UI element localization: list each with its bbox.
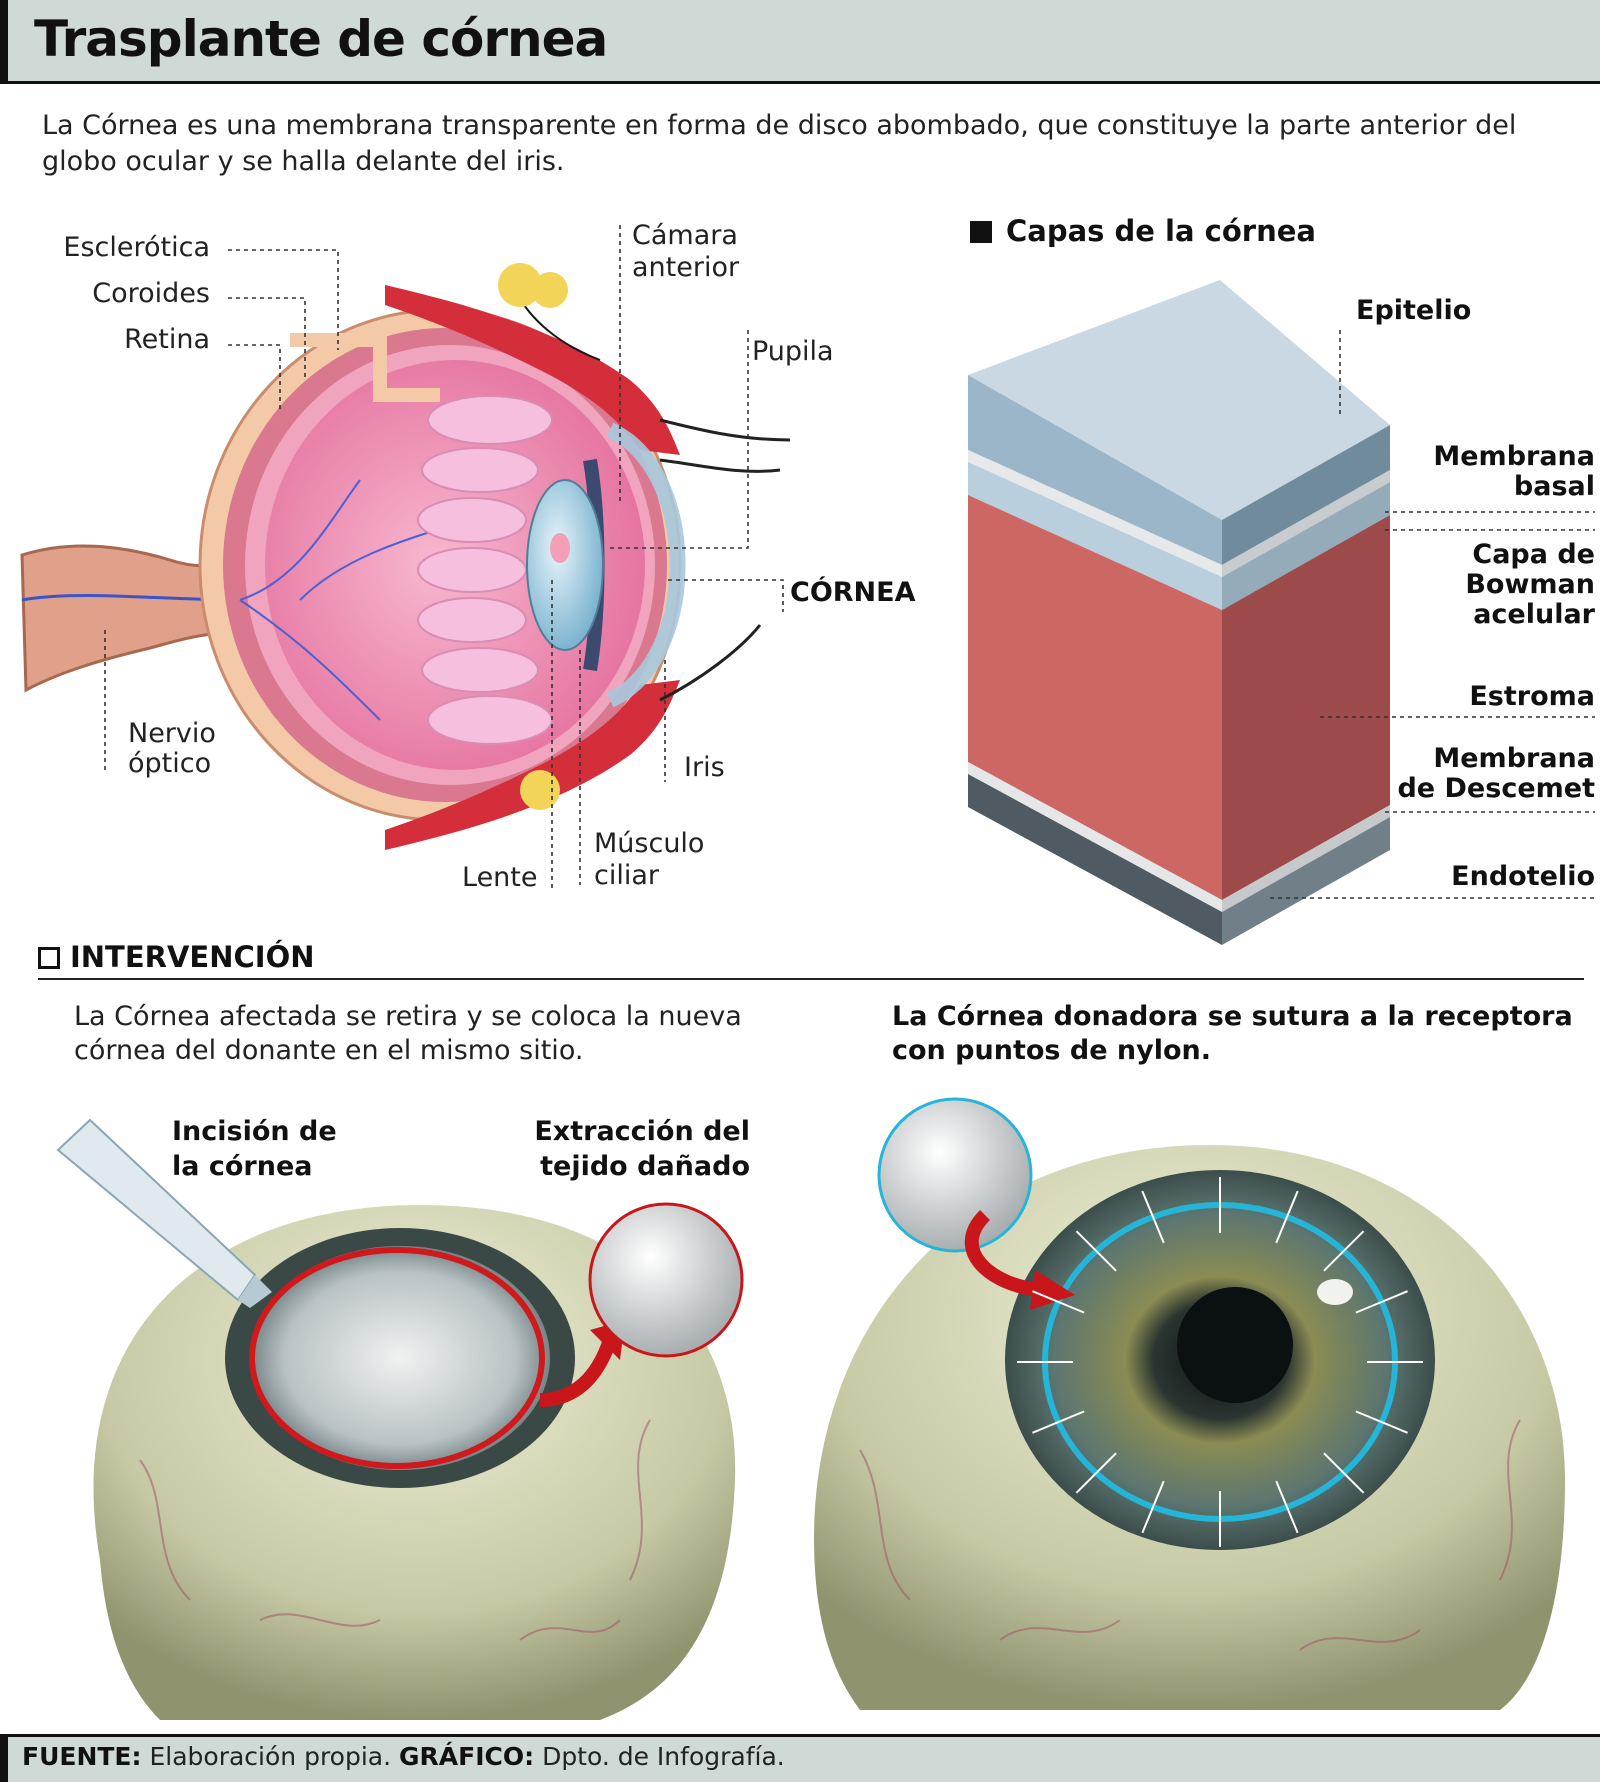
intervention-left-text-2: córnea del donante en el mismo sitio. bbox=[74, 1035, 584, 1066]
suture-stitch bbox=[1355, 1290, 1408, 1314]
label-extraccion-2: tejido dañado bbox=[540, 1151, 750, 1182]
suture-stitch bbox=[1032, 1290, 1085, 1314]
label-lente: Lente bbox=[462, 862, 538, 893]
label-retina: Retina bbox=[124, 324, 210, 355]
page-title: Trasplante de córnea bbox=[34, 10, 608, 68]
intervention-left-text-1: La Córnea afectada se retira y se coloca… bbox=[74, 1001, 742, 1032]
suture-stitch bbox=[1075, 1230, 1117, 1272]
footer-grafico-value: Dpto. de Infografía. bbox=[542, 1742, 785, 1771]
label-iris: Iris bbox=[684, 752, 725, 783]
suture-stitch bbox=[1355, 1410, 1408, 1434]
suture-stitch bbox=[1275, 1480, 1299, 1534]
square-outline-icon bbox=[38, 947, 60, 969]
suture-stitch bbox=[1141, 1190, 1165, 1244]
label-cornea: CÓRNEA bbox=[790, 577, 916, 608]
label-nervio-1: Nervio bbox=[128, 718, 216, 749]
suture-stitch bbox=[1275, 1190, 1299, 1244]
footer-fuente-value: Elaboración propia. bbox=[149, 1742, 392, 1771]
label-coroides: Coroides bbox=[92, 278, 210, 309]
footer-credits: FUENTE: Elaboración propia. GRÁFICO: Dpt… bbox=[22, 1742, 785, 1771]
label-camara-anterior-1: Cámara bbox=[632, 220, 738, 251]
intervention-heading: INTERVENCIÓN bbox=[38, 940, 315, 974]
suture-marks bbox=[1017, 1177, 1423, 1547]
suture-stitch bbox=[1141, 1480, 1165, 1534]
label-bowman-2: Bowman bbox=[1465, 569, 1595, 600]
intro-text: La Córnea es una membrana transparente e… bbox=[42, 110, 1517, 177]
label-pupila: Pupila bbox=[752, 336, 834, 367]
intervention-right-text-1: La Córnea donadora se sutura a la recept… bbox=[892, 1001, 1573, 1032]
label-bowman-1: Capa de bbox=[1472, 539, 1595, 570]
label-incision-1: Incisión de bbox=[172, 1116, 337, 1147]
suture-stitch bbox=[1323, 1452, 1365, 1494]
label-nervio-2: óptico bbox=[128, 748, 212, 779]
square-bullet-icon bbox=[970, 221, 992, 243]
label-membrana-basal-2: basal bbox=[1513, 471, 1595, 502]
layers-heading: Capas de la córnea bbox=[970, 214, 1316, 248]
label-camara-anterior-2: anterior bbox=[632, 252, 740, 283]
label-musculo-2: ciliar bbox=[594, 860, 659, 891]
footer-grafico-label: GRÁFICO: bbox=[399, 1742, 535, 1771]
label-membrana-basal-1: Membrana bbox=[1433, 441, 1595, 472]
footer-fuente-label: FUENTE: bbox=[22, 1742, 142, 1771]
intervention-right-text-2: con puntos de nylon. bbox=[892, 1035, 1212, 1066]
label-extraccion-1: Extracción del bbox=[534, 1116, 750, 1147]
label-descemet-2: de Descemet bbox=[1397, 773, 1595, 804]
footer-bar bbox=[0, 1734, 1600, 1782]
title-bar bbox=[0, 0, 1600, 84]
label-bowman-3: acelular bbox=[1473, 599, 1595, 630]
label-epitelio: Epitelio bbox=[1356, 295, 1472, 326]
label-estroma: Estroma bbox=[1469, 681, 1595, 712]
suture-stitch bbox=[1032, 1410, 1085, 1434]
label-descemet-1: Membrana bbox=[1433, 743, 1595, 774]
label-musculo-1: Músculo bbox=[594, 828, 705, 859]
suture-stitch bbox=[1323, 1230, 1365, 1272]
section-divider bbox=[38, 978, 1584, 980]
label-endotelio: Endotelio bbox=[1451, 861, 1595, 892]
label-incision-2: la córnea bbox=[172, 1151, 313, 1182]
label-esclerotica: Esclerótica bbox=[63, 232, 210, 263]
suture-stitch bbox=[1075, 1452, 1117, 1494]
